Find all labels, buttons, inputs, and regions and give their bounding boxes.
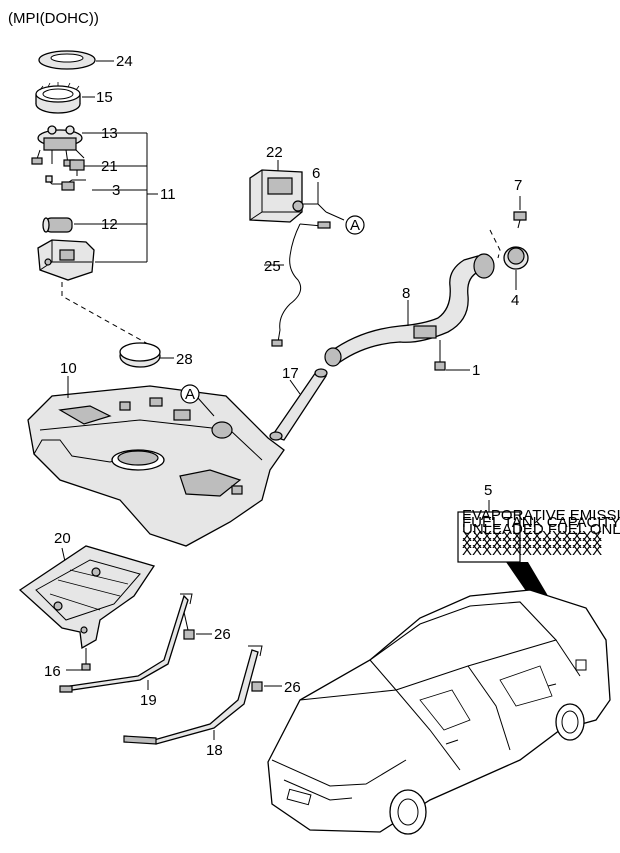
car-illustration [267, 589, 611, 835]
part-12-fuel-pump: 12 [42, 216, 118, 233]
label-plate-text: EVAPORATIVE EMISSION FUEL TANK CAPACITY … [462, 507, 620, 559]
callout-24: 24 [116, 53, 133, 70]
part-6-connector: 6 A [312, 165, 365, 235]
label-line-3: UNLEADED FUEL ONLY [462, 521, 620, 538]
callout-28: 28 [176, 351, 193, 368]
part-13-pump-flange: 13 [31, 125, 118, 167]
part-17-filler-hose: 17 [269, 365, 328, 441]
callout-11: 11 [160, 186, 176, 203]
callout-21: 21 [101, 158, 118, 175]
callout-18: 18 [206, 742, 223, 759]
part-pump-module [37, 239, 95, 281]
callout-12: 12 [101, 216, 118, 233]
part-3-clip: 3 [45, 175, 120, 199]
part-25-vapor-hose: 25 [264, 221, 331, 347]
part-1-bolt: 1 [434, 340, 480, 379]
part-22-canister: 22 [249, 144, 327, 223]
callout-7: 7 [514, 177, 522, 194]
part-28-gasket: 28 [119, 342, 193, 368]
part-21-sensor: 21 [69, 158, 118, 176]
part-10-fuel-tank: 10 A [27, 360, 285, 547]
label-line-5: XXXXXXXXXXXXXX [462, 535, 602, 552]
callout-26-upper: 26 [214, 626, 231, 643]
callout-22: 22 [266, 144, 283, 161]
callout-17: 17 [282, 365, 299, 382]
ref-a-circle-2: A [185, 386, 195, 403]
callout-6: 6 [312, 165, 320, 182]
callout-26-lower: 26 [284, 679, 301, 696]
part-19-strap: 19 [59, 593, 193, 709]
part-18-strap: 18 [123, 645, 263, 759]
label-line-4: XXXXXXXXXXXXXX [462, 528, 602, 545]
callout-3: 3 [112, 182, 120, 199]
part-15-lock-ring: 15 [35, 82, 113, 114]
callout-25: 25 [264, 258, 281, 275]
diagram-title: (MPI(DOHC)) [8, 10, 99, 27]
part-8-filler-neck: 8 [324, 253, 495, 367]
part-7-bolt: 7 [489, 177, 527, 259]
callout-10: 10 [60, 360, 77, 377]
callout-20: 20 [54, 530, 71, 547]
callout-19: 19 [140, 692, 157, 709]
part-16-bolt: 16 [44, 648, 91, 680]
part-26-nut-lower: 26 [251, 679, 301, 696]
callout-16: 16 [44, 663, 61, 680]
callout-1: 1 [472, 362, 480, 379]
label-line-6: XXXXXXXXXXXXXX [462, 542, 602, 559]
part-4-fuel-cap: 4 [503, 246, 529, 309]
label-line-1: EVAPORATIVE EMISSION [462, 507, 620, 524]
part-24-gasket: 24 [38, 50, 133, 70]
part-26-nut-upper: 26 [183, 611, 231, 643]
part-20-heat-shield: 20 [18, 530, 156, 650]
label-line-2: FUEL TANK CAPACITY [462, 514, 620, 531]
ref-a-circle-1: A [350, 217, 360, 234]
part-11-bracket: 11 [95, 132, 176, 263]
callout-13: 13 [101, 125, 118, 142]
callout-4: 4 [511, 292, 519, 309]
callout-8: 8 [402, 285, 410, 302]
callout-15: 15 [96, 89, 113, 106]
callout-5: 5 [484, 482, 492, 499]
